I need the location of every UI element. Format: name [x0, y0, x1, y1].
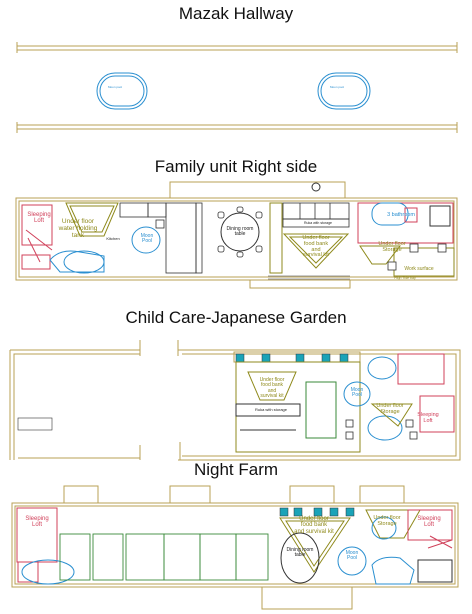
family-storage-label: Under floor Storage	[378, 241, 406, 253]
family-bathroom-label: 3 bathroom	[387, 212, 415, 218]
family-unit-title: Family unit Right side	[154, 157, 318, 176]
grow-beds	[59, 533, 269, 581]
night-farm-title: Night Farm	[193, 460, 279, 479]
child-care-title: Child Care-Japanese Garden	[125, 308, 347, 327]
family-water-tank-label: Under floor water holding tank	[58, 218, 98, 239]
childcare-walls	[9, 340, 461, 461]
svg-text:Moon pool: Moon pool	[330, 85, 344, 89]
family-food-bank-label: Under floor food bank and survival kit	[302, 235, 330, 259]
hallway-pools	[96, 72, 371, 110]
farm-sleeping-loft-left-label: Sleeping Loft	[25, 516, 49, 529]
family-high-tide-label: High Tide bay	[394, 276, 416, 280]
childcare-food-label: Under floor food bank and survival kit	[259, 377, 285, 399]
family-ruka-label: Ruka with storage	[303, 221, 332, 225]
childcare-sleeping-loft-label: Sleeping Loft	[417, 412, 439, 424]
night-farm-walls	[11, 485, 459, 610]
family-walls	[15, 181, 458, 289]
farm-dining-label: Dining room table	[286, 547, 314, 559]
childcare-moon-pool-label: Moon Pool	[350, 387, 364, 399]
farm-food-bank-label: Under floor food bank and survival kit	[294, 516, 334, 535]
svg-text:Moon pool: Moon pool	[108, 85, 122, 89]
family-sleeping-loft-label: Sleeping Loft	[27, 212, 51, 225]
hallway-plan	[16, 42, 458, 133]
farm-sleeping-loft-right-label: Sleeping Loft	[417, 516, 441, 529]
farm-storage-label: Under floor Storage	[373, 515, 401, 527]
family-moon-pool-label: Moon Pool	[140, 233, 154, 245]
childcare-storage-label: Under floor Storage	[376, 403, 404, 415]
childcare-ruka-label: Ruka with storage	[254, 407, 287, 412]
family-work-surface-label: Work surface	[404, 266, 434, 272]
hallway-title: Mazak Hallway	[178, 4, 294, 23]
family-kitchen-label: Kitchen	[106, 236, 120, 241]
farm-moon-pool-label: Moon Pool	[345, 550, 359, 562]
family-hatch-icon	[311, 182, 321, 192]
family-dining-label: Dining room table	[226, 226, 254, 238]
